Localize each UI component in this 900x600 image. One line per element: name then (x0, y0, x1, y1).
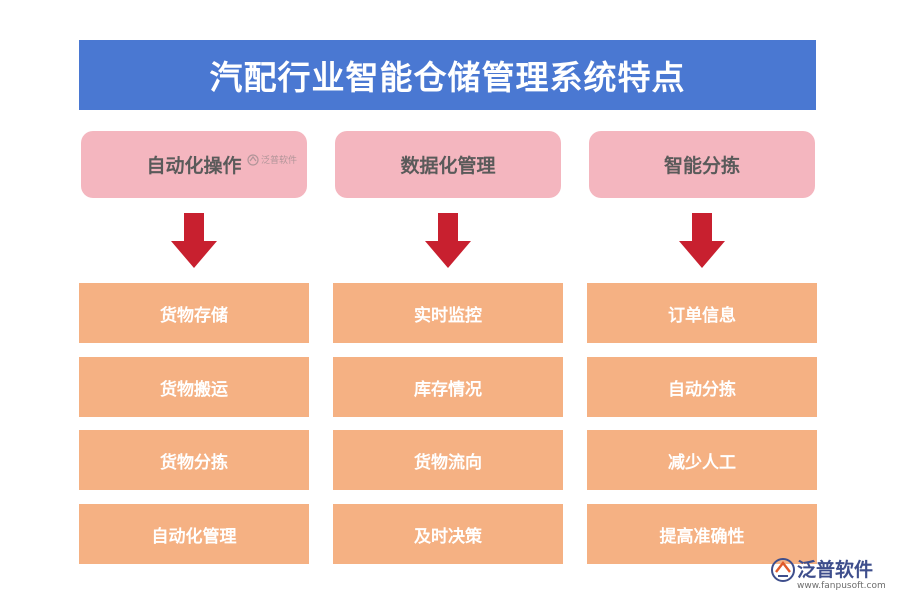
watermark-logo-icon (247, 153, 259, 166)
feature-item: 库存情况 (333, 357, 563, 417)
column-header-label: 智能分拣 (663, 155, 740, 177)
feature-item: 减少人工 (587, 430, 817, 490)
feature-item: 提高准确性 (587, 504, 817, 564)
column-header: 智能分拣 (589, 131, 815, 198)
title-bar: 汽配行业智能仓储管理系统特点 (79, 40, 816, 110)
column-header-label: 数据化管理 (400, 155, 496, 177)
brand-logo-icon (771, 558, 795, 582)
feature-item: 及时决策 (333, 504, 563, 564)
feature-item-label: 自动分拣 (668, 379, 736, 400)
arrow-down-icon (171, 213, 217, 268)
feature-item: 货物搬运 (79, 357, 309, 417)
feature-item-label: 及时决策 (414, 526, 482, 547)
column-header: 自动化操作 (81, 131, 307, 198)
watermark: 泛普软件 (247, 153, 297, 166)
feature-item-label: 提高准确性 (659, 526, 745, 547)
brand-name: 泛普软件 (797, 559, 874, 581)
arrow-down-icon (679, 213, 725, 268)
feature-item-label: 货物分拣 (160, 452, 228, 473)
feature-item: 自动分拣 (587, 357, 817, 417)
feature-item: 货物流向 (333, 430, 563, 490)
diagram-title: 汽配行业智能仓储管理系统特点 (209, 58, 686, 97)
column-header: 数据化管理 (335, 131, 561, 198)
feature-item-label: 货物流向 (414, 452, 482, 473)
watermark-text: 泛普软件 (261, 156, 298, 166)
feature-item: 货物存储 (79, 283, 309, 343)
feature-item-label: 库存情况 (414, 379, 482, 400)
feature-item-label: 减少人工 (668, 452, 736, 473)
feature-item: 实时监控 (333, 283, 563, 343)
feature-item-label: 自动化管理 (151, 526, 237, 547)
feature-item: 订单信息 (587, 283, 817, 343)
brand-logo: 泛普软件 www.fanpusoft.com (770, 553, 895, 598)
feature-item-label: 订单信息 (668, 305, 736, 326)
arrow-down-icon (425, 213, 471, 268)
feature-item-label: 货物搬运 (160, 379, 228, 400)
feature-item-label: 货物存储 (160, 305, 228, 326)
feature-item: 货物分拣 (79, 430, 309, 490)
feature-item: 自动化管理 (79, 504, 309, 564)
feature-item-label: 实时监控 (414, 305, 482, 326)
column-header-label: 自动化操作 (146, 155, 242, 177)
brand-url: www.fanpusoft.com (797, 581, 886, 591)
